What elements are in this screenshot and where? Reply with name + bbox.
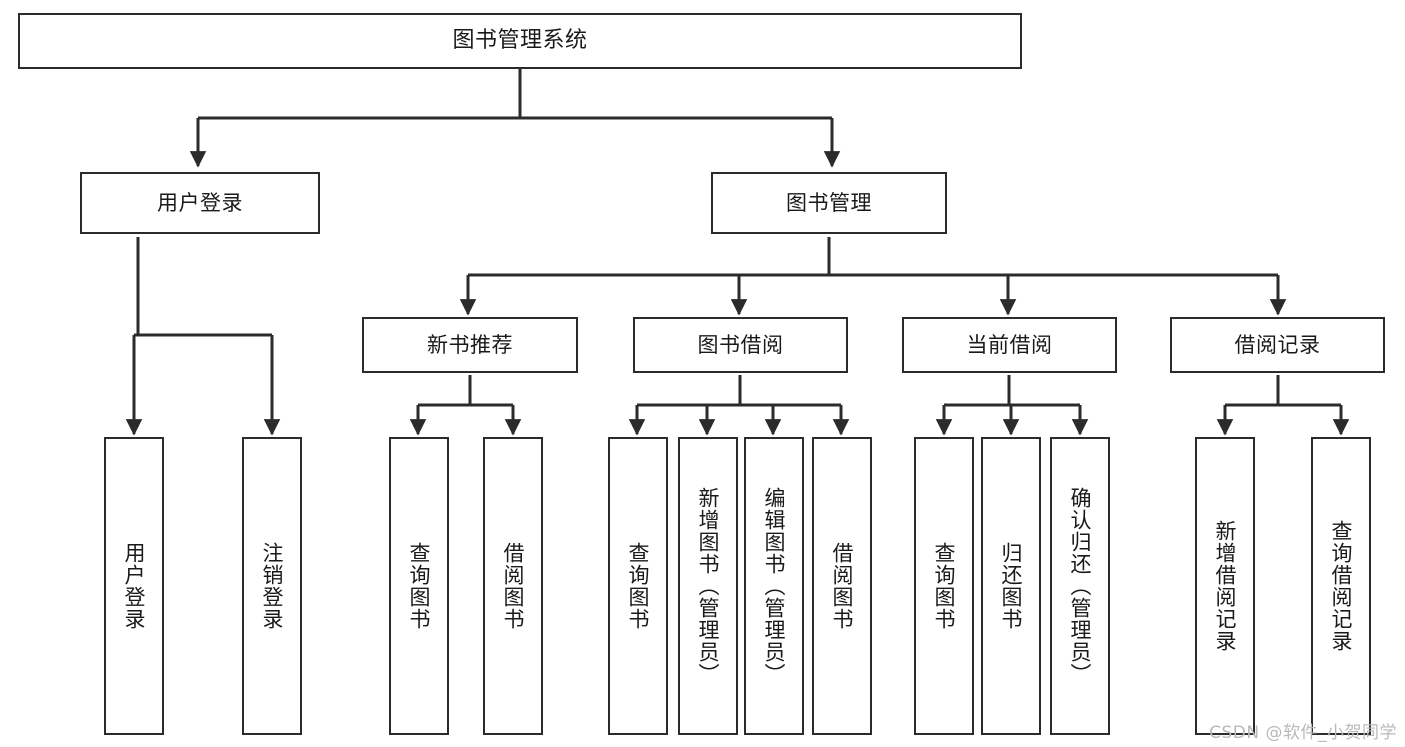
leaf-confirm-return-admin[interactable]: 确认归还（管理员） (1050, 437, 1110, 735)
node-label: 编辑图书（管理员） (762, 487, 787, 685)
leaf-query-book-borrow[interactable]: 查询图书 (608, 437, 668, 735)
node-label: 查询图书 (932, 542, 957, 630)
leaf-add-borrow-record[interactable]: 新增借阅记录 (1195, 437, 1255, 735)
node-new-book-recommend[interactable]: 新书推荐 (362, 317, 578, 373)
leaf-logout-login[interactable]: 注销登录 (242, 437, 302, 735)
leaf-edit-book-admin[interactable]: 编辑图书（管理员） (744, 437, 804, 735)
leaf-return-book[interactable]: 归还图书 (981, 437, 1041, 735)
node-label: 图书借阅 (697, 332, 784, 357)
node-label: 查询借阅记录 (1329, 520, 1354, 652)
leaf-borrow-book-recommend[interactable]: 借阅图书 (483, 437, 543, 735)
node-book-borrow[interactable]: 图书借阅 (633, 317, 848, 373)
leaf-user-login[interactable]: 用户登录 (104, 437, 164, 735)
node-book-manage[interactable]: 图书管理 (711, 172, 947, 234)
node-label: 用户登录 (122, 542, 147, 630)
node-root-system[interactable]: 图书管理系统 (18, 13, 1022, 69)
node-label: 确认归还（管理员） (1068, 487, 1093, 685)
leaf-query-book-recommend[interactable]: 查询图书 (389, 437, 449, 735)
node-label: 用户登录 (157, 190, 243, 215)
node-label: 图书管理 (786, 190, 872, 215)
node-label: 图书管理系统 (452, 28, 588, 54)
node-label: 新增图书（管理员） (696, 487, 721, 685)
node-label: 查询图书 (626, 542, 651, 630)
node-user-login[interactable]: 用户登录 (80, 172, 320, 234)
leaf-add-book-admin[interactable]: 新增图书（管理员） (678, 437, 738, 735)
node-label: 查询图书 (407, 542, 432, 630)
node-label: 新书推荐 (427, 332, 513, 357)
node-label: 当前借阅 (966, 332, 1053, 357)
csdn-watermark: CSDN @软件_小贺同学 (1209, 723, 1397, 743)
leaf-borrow-book-borrow[interactable]: 借阅图书 (812, 437, 872, 735)
node-label: 借阅图书 (830, 542, 855, 630)
leaf-query-book-current[interactable]: 查询图书 (914, 437, 974, 735)
node-label: 注销登录 (260, 542, 285, 630)
node-current-borrow[interactable]: 当前借阅 (902, 317, 1117, 373)
node-label: 借阅图书 (501, 542, 526, 630)
node-label: 新增借阅记录 (1213, 520, 1238, 652)
leaf-query-borrow-record[interactable]: 查询借阅记录 (1311, 437, 1371, 735)
node-label: 归还图书 (999, 542, 1024, 630)
node-borrow-record[interactable]: 借阅记录 (1170, 317, 1385, 373)
node-label: 借阅记录 (1234, 332, 1321, 357)
